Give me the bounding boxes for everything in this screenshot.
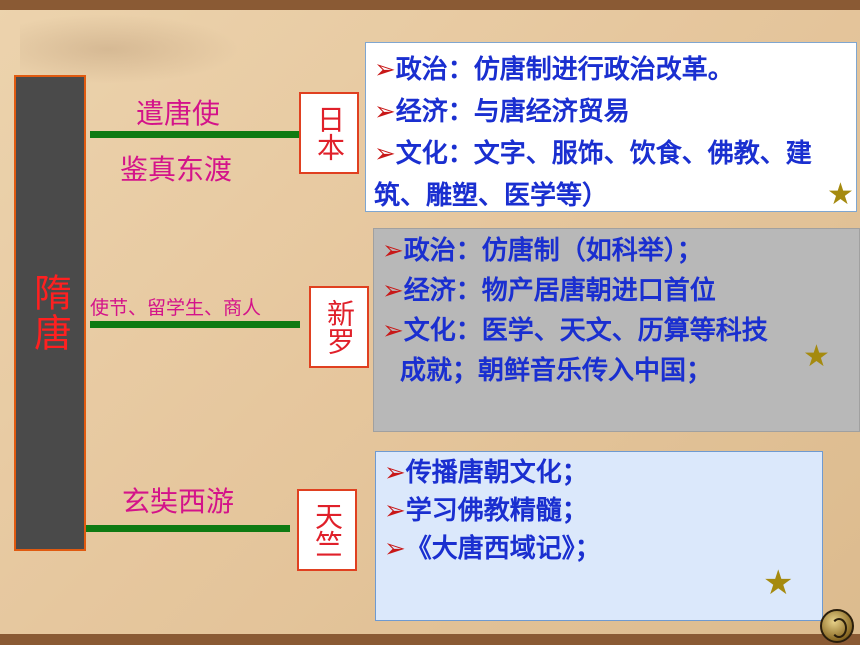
country-japan-label: 日本 (313, 105, 346, 161)
japan-route-bottom-label: 鉴真东渡 (120, 153, 233, 186)
india-item: ➢《大唐西域记》； (384, 534, 601, 564)
bullet-arrow-icon: ➢ (374, 97, 396, 127)
bullet-arrow-icon: ➢ (382, 316, 404, 346)
country-india: 天竺 (297, 489, 357, 571)
background-decoration (20, 14, 240, 84)
silla-route-top-label: 使节、留学生、商人 (90, 297, 262, 319)
bullet-arrow-icon: ➢ (384, 458, 406, 488)
japan-info-box: ➢政治：仿唐制进行政治改革。 ➢经济：与唐经济贸易 ➢文化：文字、服饰、饮食、佛… (365, 42, 857, 212)
india-route-top-label: 玄奘西游 (122, 485, 235, 518)
india-item: ➢传播唐朝文化； (384, 458, 588, 488)
country-silla-label: 新罗 (323, 299, 356, 355)
japan-item: ➢文化：文字、服饰、饮食、佛教、建筑、雕塑、医学等） (374, 139, 812, 211)
silla-item: ➢经济：物产居唐朝进口首位 (382, 276, 716, 306)
japan-item: ➢经济：与唐经济贸易 (374, 97, 630, 127)
bullet-arrow-icon: ➢ (384, 534, 406, 564)
sui-tang-spine: 隋唐 (14, 75, 86, 551)
country-japan: 日本 (299, 92, 359, 174)
bullet-arrow-icon: ➢ (374, 55, 396, 85)
bullet-arrow-icon: ➢ (382, 276, 404, 306)
country-india-label: 天竺 (311, 502, 344, 558)
silla-info-box: ➢政治：仿唐制（如科举）； ➢经济：物产居唐朝进口首位 ➢文化：医学、天文、历算… (373, 228, 860, 432)
japan-route-top-label: 遣唐使 (136, 97, 221, 130)
bottom-border-bar (0, 634, 860, 645)
spine-title: 隋唐 (27, 273, 72, 353)
silla-item: ➢文化：医学、天文、历算等科技 (382, 316, 768, 346)
silla-connector-line (90, 321, 300, 328)
japan-item: ➢政治：仿唐制进行政治改革。 (374, 55, 734, 85)
india-item: ➢学习佛教精髓； (384, 496, 588, 526)
india-connector-line (86, 525, 290, 532)
star-icon: ★ (827, 177, 854, 212)
silla-achievement: 成就；朝鲜音乐传入中国； (400, 356, 713, 386)
india-info-box: ➢传播唐朝文化； ➢学习佛教精髓； ➢《大唐西域记》； (375, 451, 823, 621)
japan-connector-line (90, 131, 300, 138)
bullet-arrow-icon: ➢ (384, 496, 406, 526)
star-icon: ★ (803, 339, 830, 374)
country-silla: 新罗 (309, 286, 369, 368)
silla-item: ➢政治：仿唐制（如科举）； (382, 236, 703, 266)
return-nav-icon[interactable] (820, 609, 854, 643)
star-icon: ★ (763, 563, 794, 603)
bullet-arrow-icon: ➢ (382, 236, 404, 266)
bullet-arrow-icon: ➢ (374, 139, 396, 169)
top-border-bar (0, 0, 860, 10)
